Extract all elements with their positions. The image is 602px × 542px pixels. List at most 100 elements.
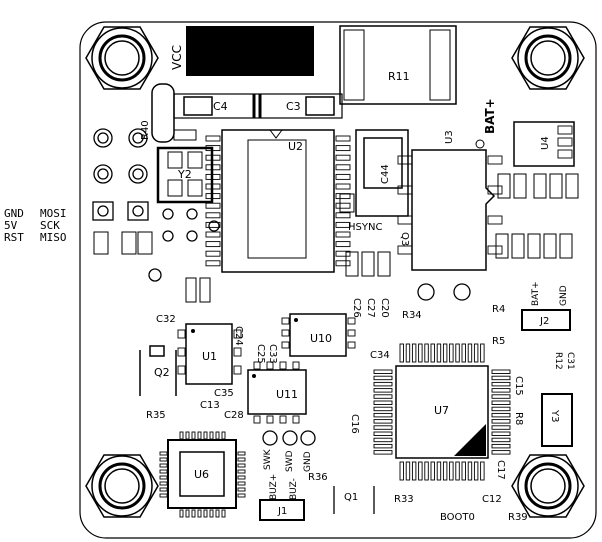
u7-pin (430, 343, 435, 363)
label-c12: C12 (482, 494, 502, 505)
u7-pin (491, 381, 511, 387)
label-q1: Q1 (344, 492, 358, 503)
u2-pin (205, 202, 221, 209)
u11-pin (279, 415, 287, 424)
board-outline (79, 21, 597, 539)
label-c16: C16 (349, 414, 360, 434)
u6-pin (191, 431, 196, 440)
u6-pin (159, 481, 168, 486)
u7-pin (491, 425, 511, 430)
u2-pin (335, 250, 351, 257)
u6-component (167, 439, 237, 509)
u2-pin (205, 250, 221, 257)
u6-pin (237, 493, 246, 498)
label-u7: U7 (434, 404, 449, 417)
u2-pin (205, 135, 221, 142)
u6-pin (159, 493, 168, 498)
u7-pin (455, 461, 460, 481)
u7-pin (491, 369, 511, 374)
u2-pin (335, 241, 351, 248)
label-u4: U4 (540, 136, 551, 150)
u11-component (247, 369, 307, 415)
u3-pin (487, 245, 503, 255)
label-q2: Q2 (154, 366, 170, 379)
u1-pin (233, 329, 242, 339)
u7-pin (491, 450, 511, 455)
u6-pin (221, 431, 226, 440)
u3-pin (397, 185, 413, 195)
label-c27: C27 (365, 298, 376, 318)
middle-holes (417, 283, 471, 301)
label-c26: C26 (351, 298, 362, 318)
label-r39: R39 (508, 512, 528, 523)
mount-hole-bottom-right (510, 453, 586, 519)
u7-component (395, 365, 489, 459)
u2-pin (335, 183, 351, 190)
label-j2: J2 (539, 316, 549, 327)
label-u6: U6 (194, 468, 209, 481)
u2-pin (335, 231, 351, 238)
r10-pad (173, 129, 197, 141)
u7-pin (430, 461, 435, 481)
label-j1: J1 (277, 506, 287, 517)
u7-pin (473, 343, 479, 363)
u4-pin (557, 149, 573, 159)
u7-pin (491, 431, 511, 436)
u2-pin (335, 135, 351, 142)
vcc-pad (186, 26, 314, 76)
u6-pin (159, 451, 168, 456)
u2-pin (335, 145, 351, 152)
u7-pin (373, 406, 393, 412)
mount-hole-top-right (510, 25, 586, 91)
u3-pin (397, 245, 413, 255)
u2-pin (335, 173, 351, 180)
u6-pin (179, 431, 184, 440)
u7-pin (373, 431, 393, 436)
u6-pin (237, 481, 246, 486)
label-buz-plus: BUZ+ (269, 474, 279, 500)
u6-pin (237, 487, 246, 492)
u7-pin (491, 388, 511, 393)
u4-pin (557, 137, 573, 147)
u6-pin (221, 509, 226, 518)
u6-pin (179, 509, 184, 518)
u2-pin (205, 173, 221, 180)
u1-pin (177, 329, 186, 339)
u7-pin (461, 461, 466, 481)
label-r34: R34 (402, 310, 422, 321)
u6-pin (159, 463, 168, 468)
u7-pin (473, 461, 479, 481)
u7-pin (491, 412, 511, 418)
u10-pin (347, 341, 356, 349)
label-c31: C31 (565, 352, 575, 370)
label-c44: C44 (380, 164, 391, 184)
label-swk: SWK (263, 448, 273, 470)
label-y2: Y2 (177, 168, 192, 181)
j2-component (521, 309, 571, 331)
u7-pin (373, 437, 393, 443)
j1-component (259, 499, 305, 521)
label-r5: R5 (492, 336, 505, 347)
u7-pin (455, 343, 460, 363)
u2-pin (205, 241, 221, 248)
u3-pin (487, 215, 503, 225)
u10-pin (281, 317, 290, 325)
u1-pin (177, 365, 186, 375)
u1-component (185, 323, 233, 385)
u7-pin (480, 461, 485, 481)
label-r33: R33 (394, 494, 414, 505)
label-c15: C15 (513, 376, 524, 396)
u7-pin (373, 425, 393, 430)
label-c32: C32 (156, 314, 176, 325)
u2-pin (205, 260, 221, 267)
u7-pin (373, 369, 393, 374)
u10-pin (281, 341, 290, 349)
u3-pin (397, 215, 413, 225)
label-gnd-small: GND (559, 285, 569, 306)
u6-pin (159, 457, 168, 462)
u11-pin (279, 361, 287, 370)
u7-pin (491, 375, 511, 381)
u7-pin (424, 461, 429, 481)
u2-pin (335, 193, 351, 200)
u7-pin (405, 343, 411, 363)
